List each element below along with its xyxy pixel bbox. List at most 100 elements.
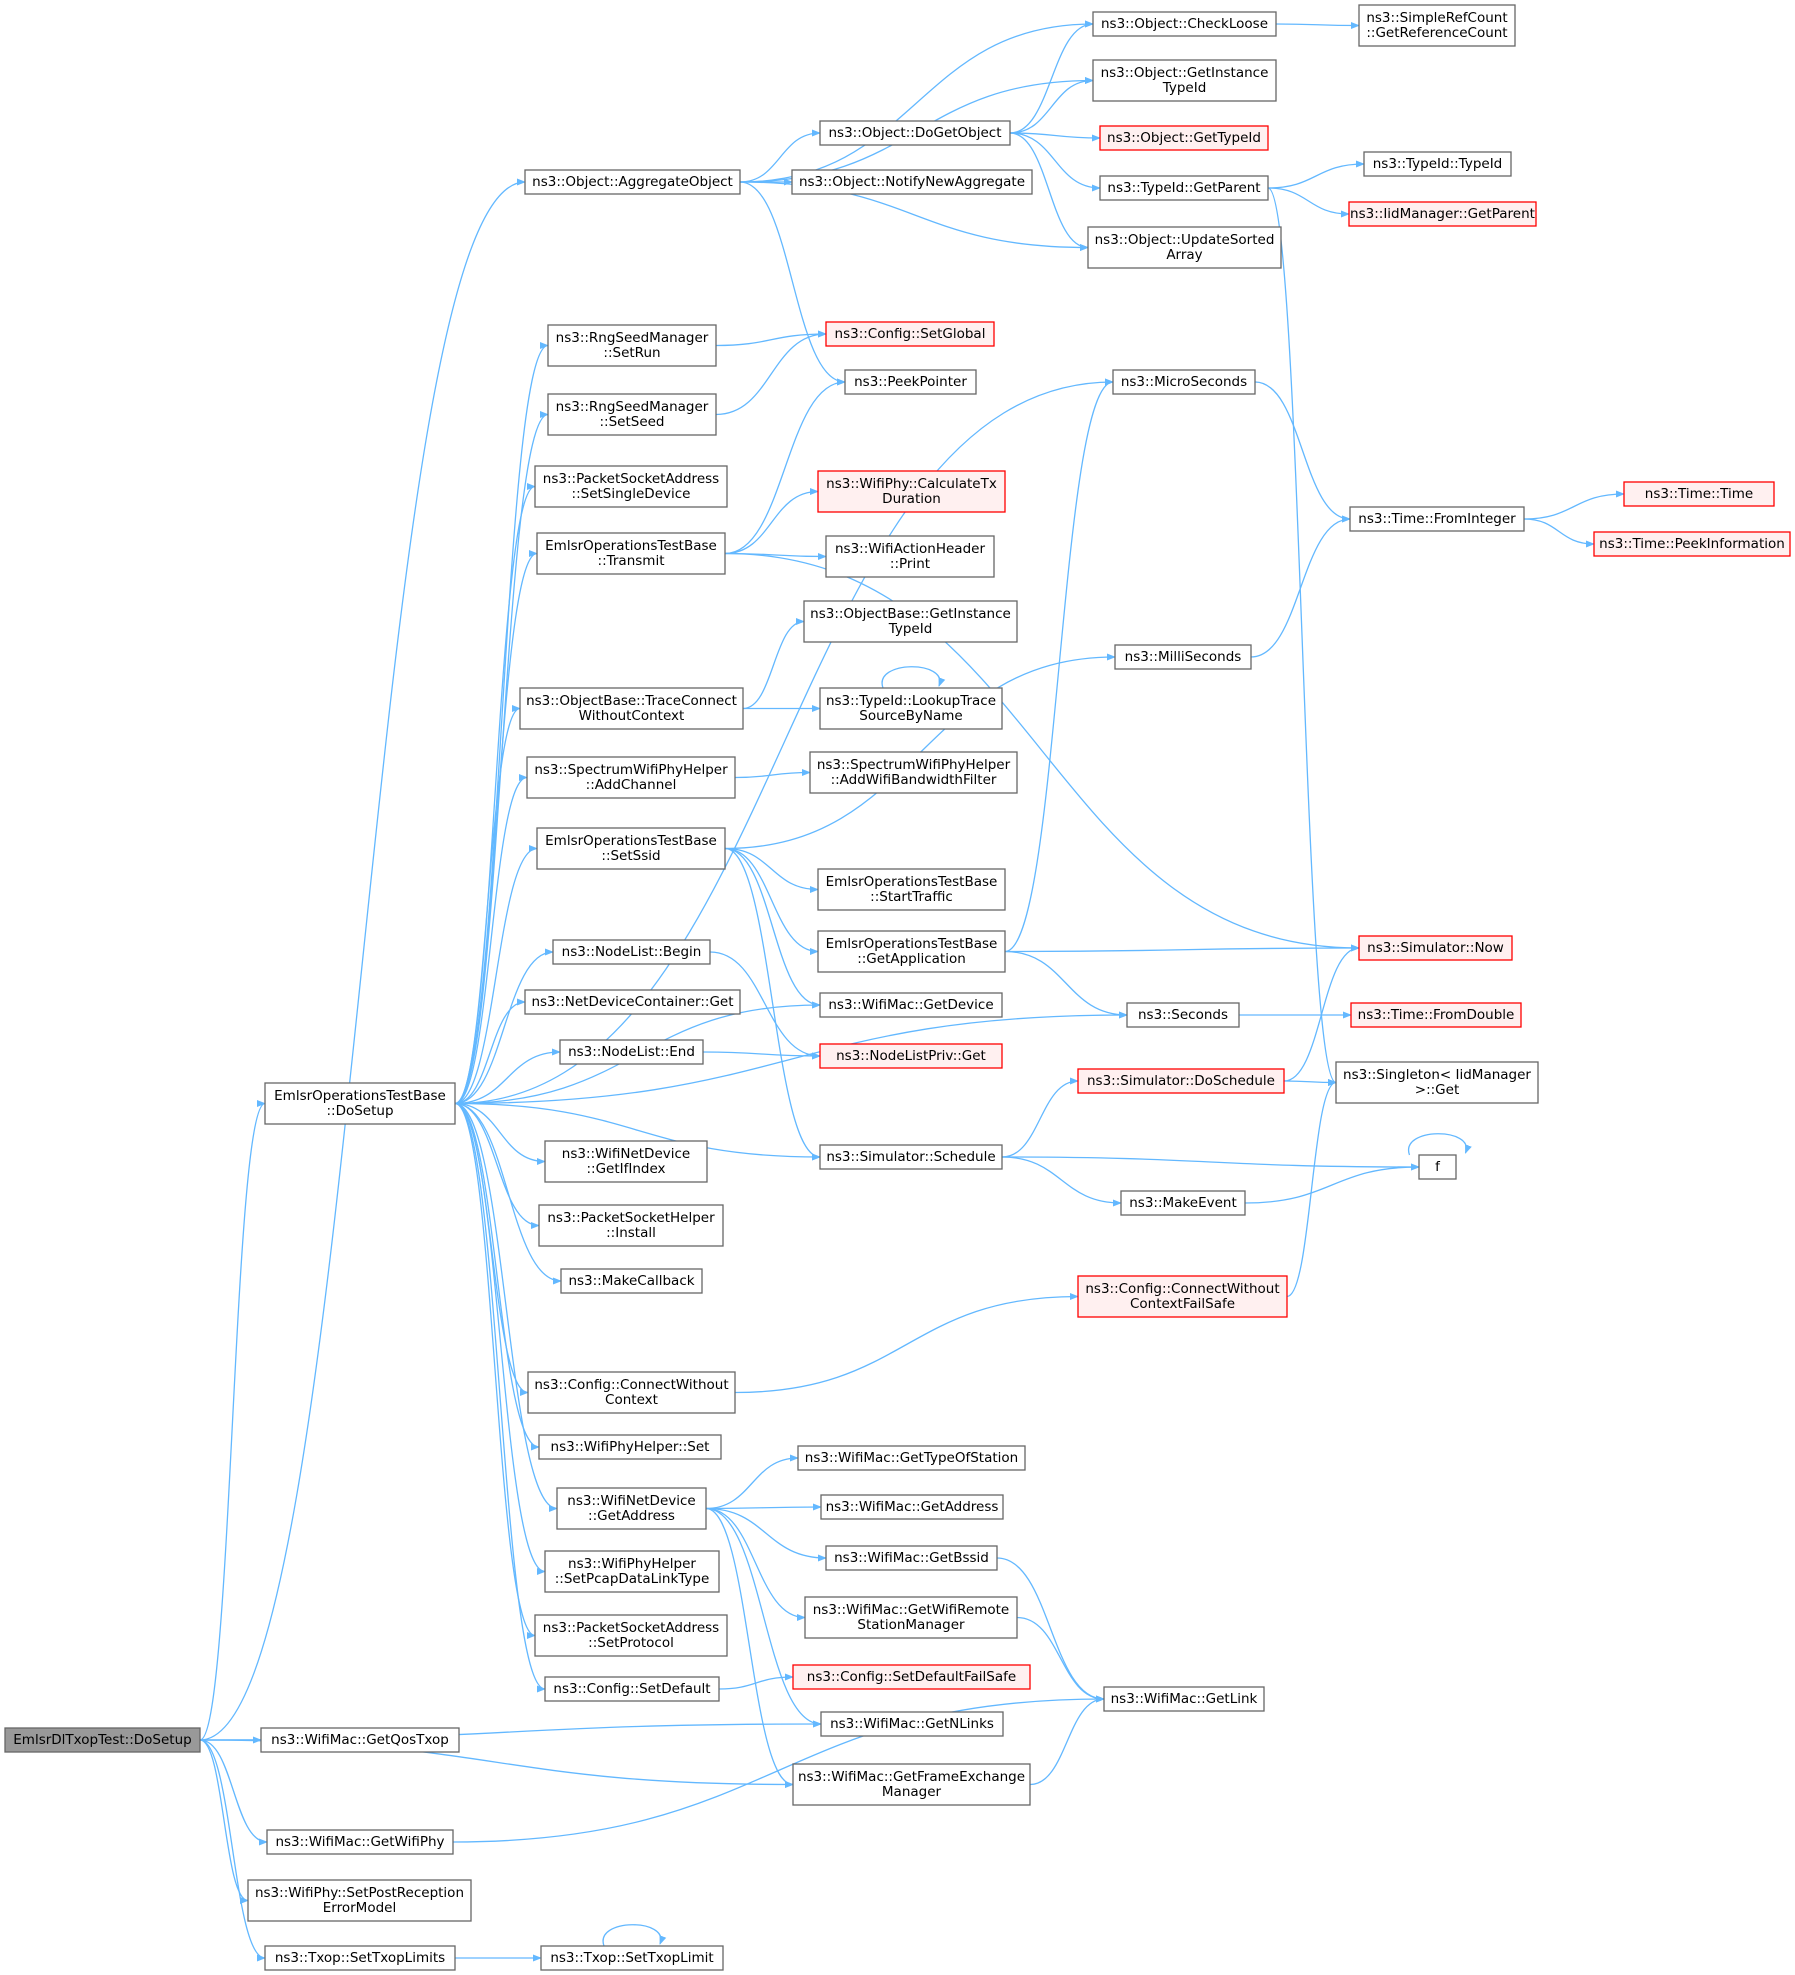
- node-getnlinks[interactable]: ns3::WifiMac::GetNLinks: [820, 1711, 1004, 1737]
- node-microseconds[interactable]: ns3::MicroSeconds: [1112, 369, 1256, 395]
- node-connectfailsafe[interactable]: ns3::Config::ConnectWithoutContextFailSa…: [1077, 1275, 1288, 1318]
- node-milliseconds[interactable]: ns3::MilliSeconds: [1114, 644, 1252, 670]
- node-f[interactable]: f: [1418, 1154, 1457, 1180]
- node-singletonget[interactable]: ns3::Singleton< IidManager>::Get: [1335, 1061, 1539, 1104]
- edge-dosetup-to-connectwithout: [454, 1102, 529, 1397]
- node-typeidtypeid[interactable]: ns3::TypeId::TypeId: [1363, 151, 1512, 177]
- node-box-connectwithout: [527, 1371, 736, 1414]
- node-box-f: [1418, 1154, 1457, 1180]
- node-setdefaultfailsafe[interactable]: ns3::Config::SetDefaultFailSafe: [792, 1664, 1031, 1690]
- node-nodelistprivget[interactable]: ns3::NodeListPriv::Get: [819, 1043, 1003, 1069]
- node-label-addbwfilter-1: ::AddWifiBandwidthFilter: [831, 772, 997, 788]
- node-getdevice[interactable]: ns3::WifiMac::GetDevice: [819, 992, 1003, 1018]
- node-transmit[interactable]: EmlsrOperationsTestBase::Transmit: [536, 532, 726, 575]
- node-configsetdefault[interactable]: ns3::Config::SetDefault: [544, 1676, 720, 1702]
- node-fromdouble[interactable]: ns3::Time::FromDouble: [1350, 1002, 1522, 1028]
- node-psinstall[interactable]: ns3::PacketSocketHelper::Install: [538, 1204, 724, 1247]
- node-label-root-0: EmlsrDlTxopTest::DoSetup: [13, 1732, 191, 1748]
- node-macgetaddress[interactable]: ns3::WifiMac::GetAddress: [820, 1494, 1004, 1520]
- node-box-transmit: [536, 532, 726, 575]
- node-settxoplimits[interactable]: ns3::Txop::SetTxopLimits: [264, 1945, 456, 1971]
- node-actionprint[interactable]: ns3::WifiActionHeader::Print: [825, 535, 995, 578]
- node-getqostxop[interactable]: ns3::WifiMac::GetQosTxop: [260, 1727, 460, 1753]
- node-layer: EmlsrDlTxopTest::DoSetup EmlsrOperationsT…: [4, 4, 1791, 1971]
- node-peekinfo[interactable]: ns3::Time::PeekInformation: [1593, 531, 1791, 557]
- node-nodelistbegin[interactable]: ns3::NodeList::Begin: [552, 939, 711, 965]
- node-aggregate[interactable]: ns3::Object::AggregateObject: [524, 169, 741, 195]
- node-setseed[interactable]: ns3::RngSeedManager::SetSeed: [547, 393, 717, 436]
- node-makecallback[interactable]: ns3::MakeCallback: [560, 1268, 703, 1294]
- node-getremotestation[interactable]: ns3::WifiMac::GetWifiRemoteStationManage…: [804, 1596, 1018, 1639]
- edge-dosetup-to-addchannel: [454, 773, 528, 1105]
- node-setpcap[interactable]: ns3::WifiPhyHelper::SetPcapDataLinkType: [544, 1550, 720, 1593]
- node-setssid[interactable]: EmlsrOperationsTestBase::SetSsid: [536, 827, 726, 870]
- node-notifynewagg[interactable]: ns3::Object::NotifyNewAggregate: [791, 169, 1033, 195]
- node-doschedule[interactable]: ns3::Simulator::DoSchedule: [1077, 1068, 1285, 1094]
- node-getwifiphy[interactable]: ns3::WifiMac::GetWifiPhy: [266, 1829, 454, 1855]
- node-setsingledevice[interactable]: ns3::PacketSocketAddress::SetSingleDevic…: [534, 465, 728, 508]
- node-box-getlink: [1103, 1686, 1265, 1712]
- node-box-phyhelperset: [538, 1434, 722, 1460]
- edge-microseconds-to-frominteger: [1254, 381, 1351, 523]
- node-label-traceconnect-1: WithoutContext: [579, 708, 685, 724]
- node-nodelistend[interactable]: ns3::NodeList::End: [559, 1039, 704, 1065]
- node-getbssid[interactable]: ns3::WifiMac::GetBssid: [825, 1545, 998, 1571]
- edge-root-to-aggregate: [199, 178, 526, 1741]
- node-settxoplimit[interactable]: ns3::Txop::SetTxopLimit: [540, 1945, 724, 1971]
- node-typeidgetparent[interactable]: ns3::TypeId::GetParent: [1099, 175, 1269, 201]
- node-label-phyhelperset-0: ns3::WifiPhyHelper::Set: [551, 1439, 710, 1455]
- node-schedule[interactable]: ns3::Simulator::Schedule: [819, 1144, 1003, 1170]
- node-makeevent[interactable]: ns3::MakeEvent: [1120, 1190, 1246, 1216]
- node-box-setdefaultfailsafe: [792, 1664, 1031, 1690]
- node-simnow[interactable]: ns3::Simulator::Now: [1358, 935, 1513, 961]
- node-box-fromdouble: [1350, 1002, 1522, 1028]
- node-label-setsingledevice-1: ::SetSingleDevice: [572, 486, 691, 502]
- node-phyhelperset[interactable]: ns3::WifiPhyHelper::Set: [538, 1434, 722, 1460]
- node-label-settxoplimit-0: ns3::Txop::SetTxopLimit: [550, 1950, 713, 1966]
- node-dogetobject[interactable]: ns3::Object::DoGetObject: [819, 120, 1011, 146]
- node-gettypeofstation[interactable]: ns3::WifiMac::GetTypeOfStation: [797, 1445, 1026, 1471]
- node-box-gettypeid: [1099, 125, 1269, 151]
- node-getrefcount[interactable]: ns3::SimpleRefCount::GetReferenceCount: [1358, 4, 1516, 47]
- node-setprotocol[interactable]: ns3::PacketSocketAddress::SetProtocol: [534, 1614, 728, 1657]
- edge-setssid-to-schedule: [724, 847, 821, 1161]
- node-frominteger[interactable]: ns3::Time::FromInteger: [1349, 506, 1525, 532]
- node-label-f-0: f: [1435, 1159, 1441, 1175]
- node-box-getnlinks: [820, 1711, 1004, 1737]
- node-iidgetparent[interactable]: ns3::IidManager::GetParent: [1348, 201, 1537, 227]
- node-gettypeid[interactable]: ns3::Object::GetTypeId: [1099, 125, 1269, 151]
- node-peekpointer[interactable]: ns3::PeekPointer: [844, 369, 977, 395]
- node-label-dosetup-0: EmlsrOperationsTestBase: [274, 1088, 446, 1104]
- node-box-getremotestation: [804, 1596, 1018, 1639]
- node-ndcget[interactable]: ns3::NetDeviceContainer::Get: [524, 989, 741, 1015]
- edge-aggregate-to-peekpointer: [739, 181, 846, 386]
- node-setrun[interactable]: ns3::RngSeedManager::SetRun: [547, 324, 717, 367]
- node-getapplication[interactable]: EmlsrOperationsTestBase::GetApplication: [817, 930, 1006, 973]
- node-label-getdevice-0: ns3::WifiMac::GetDevice: [828, 997, 993, 1013]
- node-getaddress[interactable]: ns3::WifiNetDevice::GetAddress: [556, 1487, 707, 1530]
- node-addbwfilter[interactable]: ns3::SpectrumWifiPhyHelper::AddWifiBandw…: [809, 751, 1018, 794]
- edge-makeevent-to-f: [1244, 1163, 1420, 1204]
- node-box-notifynewagg: [791, 169, 1033, 195]
- node-getifindex[interactable]: ns3::WifiNetDevice::GetIfIndex: [544, 1140, 708, 1183]
- node-dosetup[interactable]: EmlsrOperationsTestBase::DoSetup: [264, 1082, 456, 1125]
- node-traceconnect[interactable]: ns3::ObjectBase::TraceConnectWithoutCont…: [519, 687, 744, 730]
- node-setglobal[interactable]: ns3::Config::SetGlobal: [825, 321, 995, 347]
- edge-setssid-to-getapplication: [724, 847, 819, 956]
- node-checkloose[interactable]: ns3::Object::CheckLoose: [1092, 11, 1277, 37]
- node-seconds[interactable]: ns3::Seconds: [1126, 1002, 1240, 1028]
- node-box-updatesorted: [1087, 226, 1282, 269]
- node-timetime[interactable]: ns3::Time::Time: [1623, 481, 1775, 507]
- node-box-getifindex: [544, 1140, 708, 1183]
- node-addchannel[interactable]: ns3::SpectrumWifiPhyHelper::AddChannel: [526, 756, 736, 799]
- node-starttraffic[interactable]: EmlsrOperationsTestBase::StartTraffic: [817, 868, 1006, 911]
- node-getlink[interactable]: ns3::WifiMac::GetLink: [1103, 1686, 1265, 1712]
